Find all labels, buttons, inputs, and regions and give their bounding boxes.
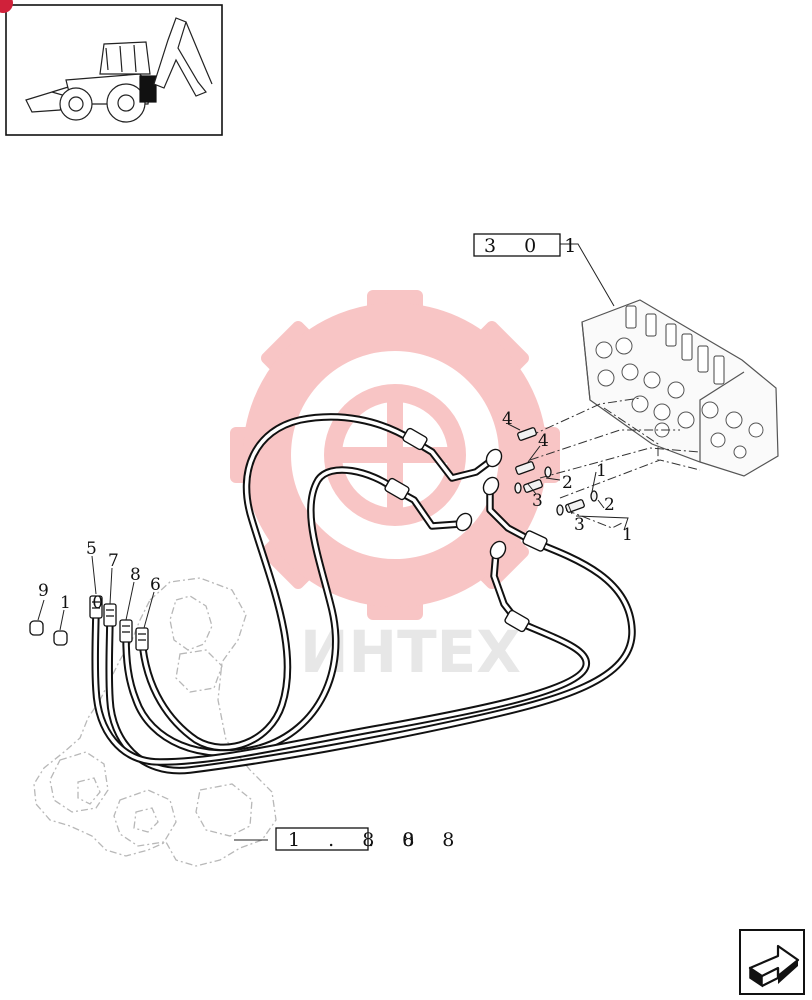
callout-2a: 2 [562,473,573,493]
callout-5: 5 [86,539,97,559]
corner-marker-icon [0,0,13,13]
callout-4b: 4 [538,431,549,451]
adapter-3-lower[interactable] [565,499,585,513]
valve-ref-leader [560,243,615,307]
callout-3a: 3 [532,491,543,511]
callout-7: 7 [108,551,119,571]
callout-6: 6 [150,575,161,595]
backhoe-loader-icon [25,17,213,123]
seal-ring[interactable] [544,466,552,478]
main-ref-suffix: . 0 8 [368,829,465,851]
protective-caps[interactable] [29,620,68,646]
hose-end-nuts [455,448,507,560]
watermark-gear [230,290,560,620]
assembly-guide-lines [529,397,701,529]
fitting-8[interactable] [119,619,133,643]
adapter-4-lower[interactable] [515,461,535,475]
seal-ring[interactable] [514,482,522,494]
callout-2b: 2 [604,495,615,515]
seal-ring[interactable] [556,504,564,516]
valve-reference[interactable]: 3 0 1 [473,233,587,257]
hose-sleeves [384,427,548,633]
fitting-6[interactable] [135,627,149,651]
callout-10: 1 0 [60,593,111,613]
callout-labels: 5 7 8 6 9 1 0 4 4 3 3 2 2 1 1 [38,409,633,613]
next-page-arrow-icon [748,944,800,988]
seal-ring[interactable] [590,490,598,502]
callout-leaders [37,423,629,841]
valve-ref-label: 3 0 1 [484,235,587,257]
cap-9[interactable] [29,620,44,636]
callout-1a: 1 [596,461,607,481]
callout-4a: 4 [502,409,513,429]
main-reference[interactable]: 1 . 8 8 . 0 8 [275,827,465,851]
swing-frame-outline [33,577,277,867]
thumbnail-frame[interactable] [0,0,223,136]
adapter-3-upper[interactable] [523,479,543,493]
control-valve-block[interactable] [581,299,779,477]
main-ref-label: 1 . 8 8 [288,829,425,851]
callout-8: 8 [130,565,141,585]
next-page-button[interactable] [739,929,805,995]
adapter-4-upper[interactable] [517,427,537,441]
callout-9: 9 [38,581,49,601]
callout-1b: 1 [622,525,633,545]
boom-end-fittings[interactable] [89,595,149,651]
cap-10[interactable] [53,630,68,646]
callout-3b: 3 [574,515,585,535]
hydraulic-hoses[interactable] [91,413,636,775]
